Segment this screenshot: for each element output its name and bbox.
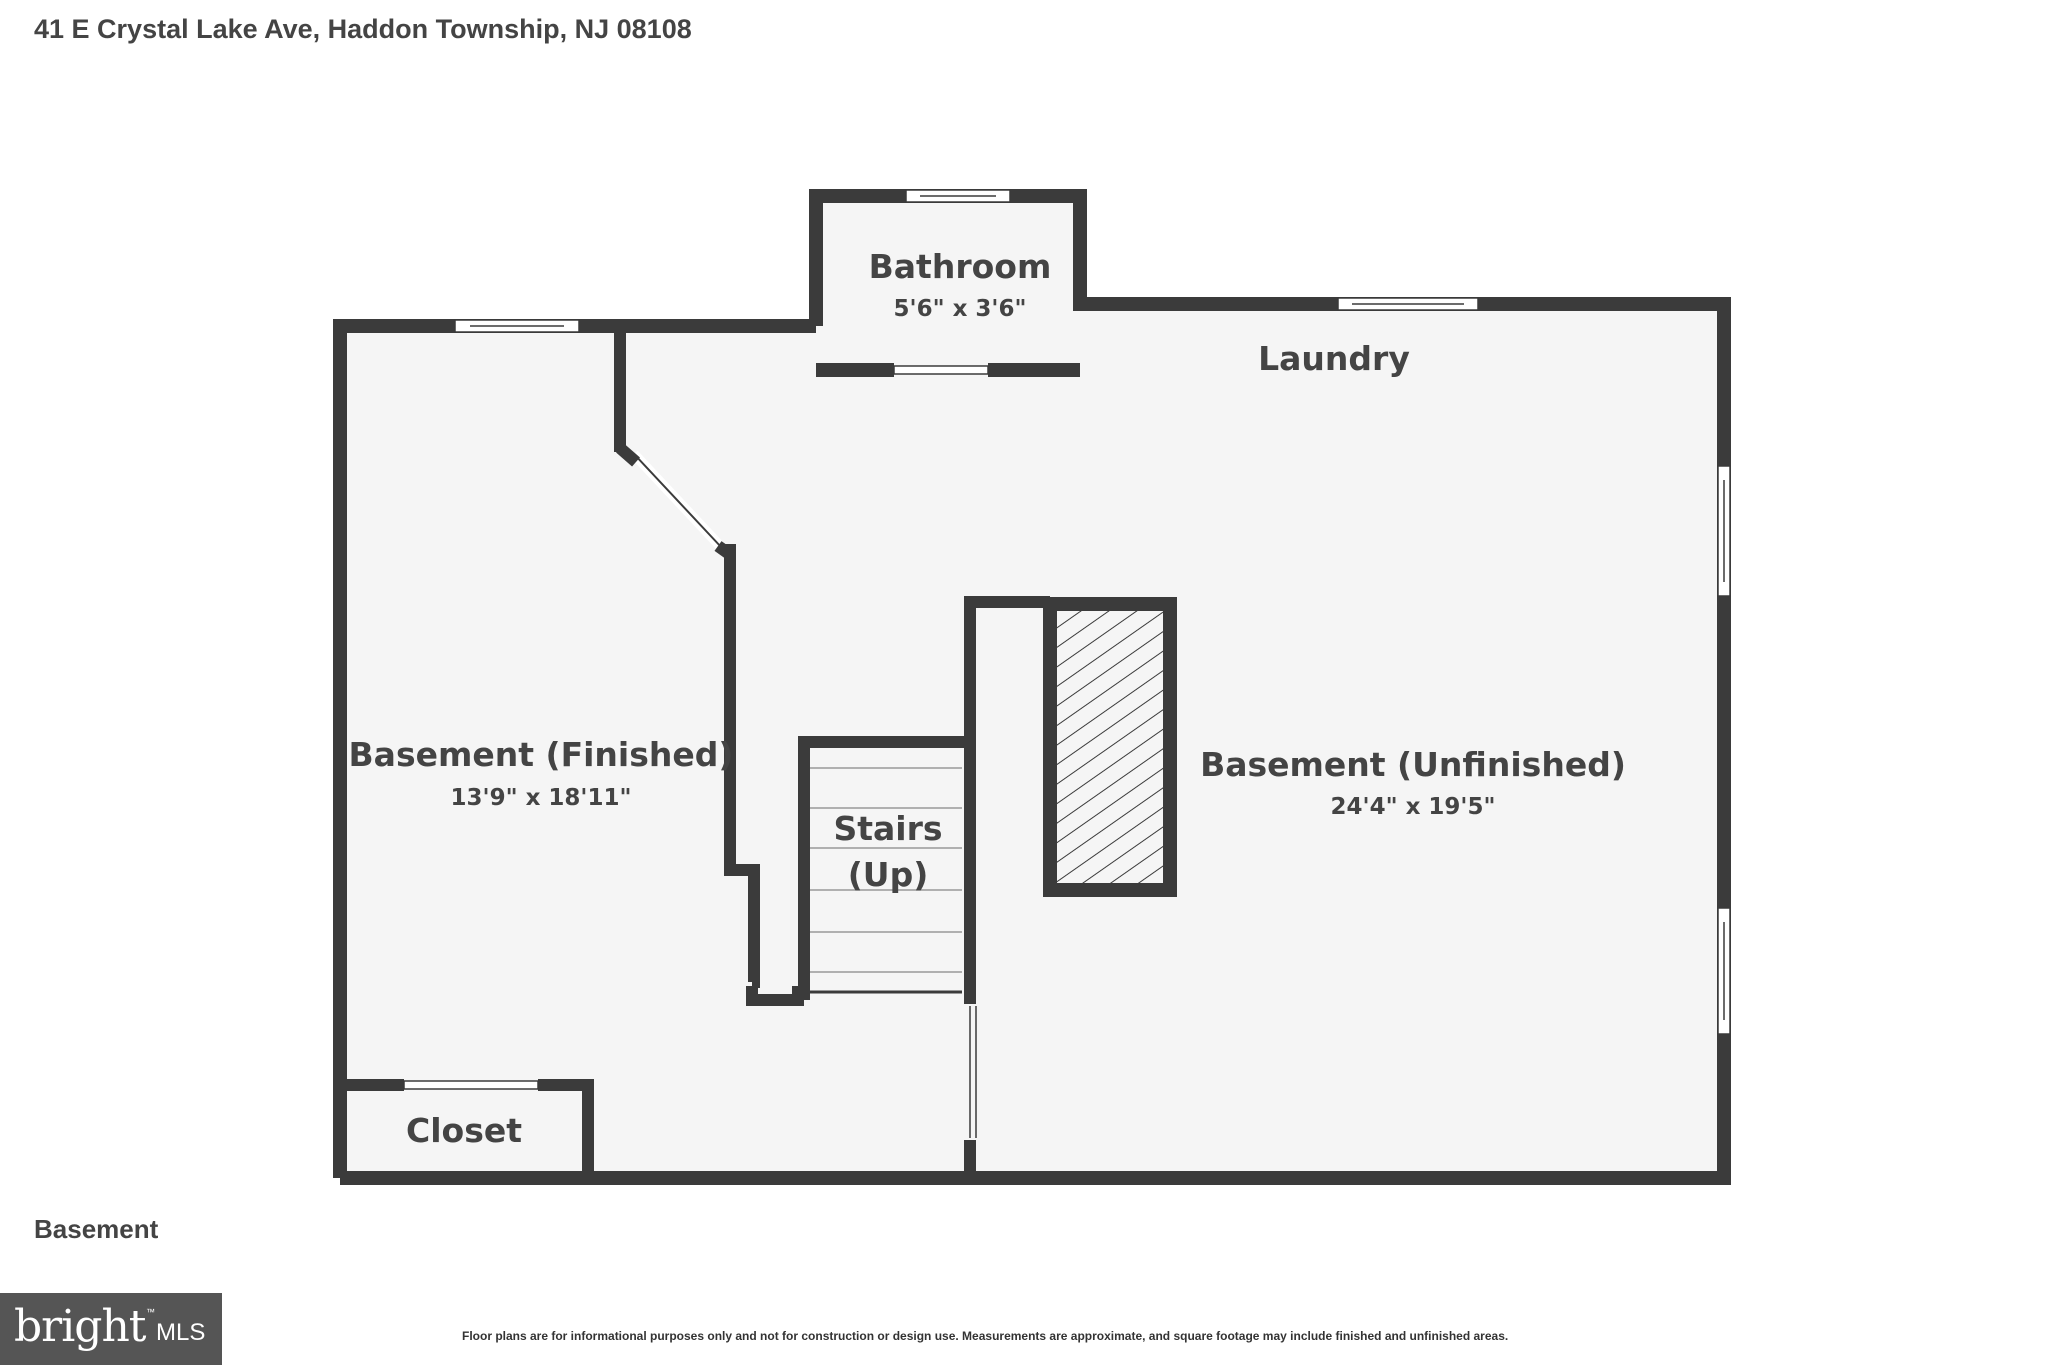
disclaimer: Floor plans are for informational purpos…	[462, 1329, 1509, 1343]
center-wall	[964, 596, 1050, 1172]
room-laundry: Laundry	[1258, 339, 1410, 378]
room-closet: Closet	[406, 1111, 522, 1150]
bathroom-door	[893, 365, 989, 375]
floor-area	[340, 196, 1728, 1174]
room-name: Closet	[406, 1111, 522, 1150]
room-name: Bathroom	[869, 247, 1052, 286]
door-opening	[969, 1006, 977, 1138]
logo-mls: MLS	[156, 1319, 206, 1346]
room-name-line2: (Up)	[848, 855, 929, 894]
room-bathroom: Bathroom 5'6" x 3'6"	[869, 247, 1052, 322]
closet-walls	[340, 1079, 594, 1176]
bright-mls-logo: bright ™ MLS	[0, 1293, 222, 1365]
logo-word: bright	[14, 1301, 146, 1352]
floor-label: Basement	[34, 1214, 159, 1244]
room-name: Laundry	[1258, 339, 1410, 378]
room-basement-finished: Basement (Finished) 13'9" x 18'11"	[349, 735, 734, 811]
stairwell	[798, 736, 970, 1000]
closet-door	[403, 1080, 539, 1090]
windows	[454, 189, 1731, 1035]
room-stairs: Stairs (Up)	[833, 809, 942, 894]
room-dimensions: 5'6" x 3'6"	[894, 296, 1027, 322]
room-basement-unfinished: Basement (Unfinished) 24'4" x 19'5"	[1200, 745, 1626, 820]
room-dimensions: 13'9" x 18'11"	[451, 785, 632, 811]
property-address: 41 E Crystal Lake Ave, Haddon Township, …	[34, 14, 692, 44]
logo-trademark: ™	[146, 1307, 155, 1317]
room-name: Basement (Unfinished)	[1200, 745, 1626, 784]
angled-door	[616, 443, 736, 561]
room-name: Stairs	[833, 809, 942, 848]
room-dimensions: 24'4" x 19'5"	[1331, 794, 1496, 820]
chimney	[1043, 597, 1177, 897]
exterior-walls	[333, 189, 1731, 1185]
room-name: Basement (Finished)	[349, 735, 734, 774]
